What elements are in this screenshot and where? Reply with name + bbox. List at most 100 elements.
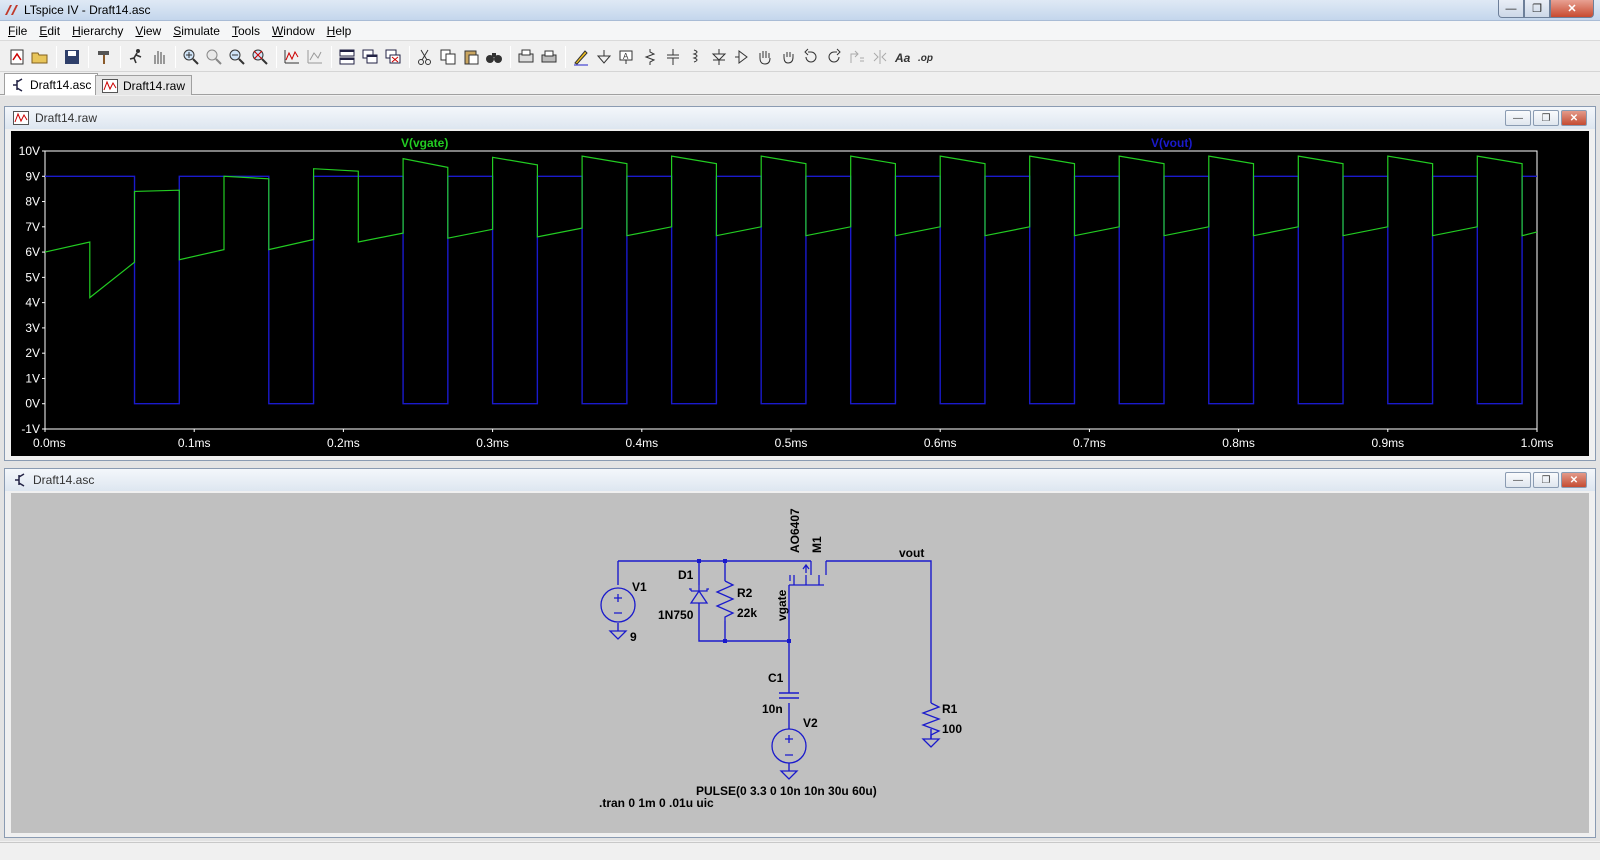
resistor-r2[interactable]: [715, 580, 735, 621]
drag-button[interactable]: [777, 46, 799, 68]
print-button[interactable]: [538, 46, 560, 68]
voltage-source-v1[interactable]: [600, 587, 636, 640]
label-c1-value[interactable]: 10n: [762, 702, 783, 716]
close-button[interactable]: ✕: [1550, 0, 1594, 18]
tab-draft14-raw[interactable]: Draft14.raw: [95, 75, 193, 95]
spice-directive-text[interactable]: .tran 0 1m 0 .01u uic: [599, 796, 714, 810]
run-button[interactable]: [125, 46, 147, 68]
capacitor-c1[interactable]: [779, 692, 799, 699]
inductor-button[interactable]: [685, 46, 707, 68]
waveform-window-title-bar[interactable]: Draft14.raw — ❐ ✕: [5, 107, 1595, 129]
control-panel-button[interactable]: [93, 46, 115, 68]
menu-window[interactable]: Window: [271, 23, 315, 38]
label-mosfet-model[interactable]: AO6407: [788, 508, 802, 553]
menu-hierarchy[interactable]: Hierarchy: [72, 23, 124, 38]
redo-button[interactable]: [823, 46, 845, 68]
wire[interactable]: [826, 560, 932, 703]
capacitor-button[interactable]: [662, 46, 684, 68]
waveform-chart[interactable]: V(vgate) V(vout) 10V9V8V7V6V5V4V3V2V1V0V…: [11, 131, 1589, 456]
label-d1-name[interactable]: D1: [678, 568, 694, 582]
new-schematic-button[interactable]: [6, 46, 28, 68]
wire[interactable]: [698, 603, 789, 642]
label-r1-value[interactable]: 100: [942, 722, 962, 736]
print-preview-button[interactable]: [515, 46, 537, 68]
menu-simulate[interactable]: Simulate: [173, 23, 220, 38]
schematic-drawing[interactable]: AO6407 M1 vout vgate V1 9 D1 1N750 R2 22…: [11, 493, 1589, 833]
label-r1-name[interactable]: R1: [942, 702, 958, 716]
cut-button[interactable]: [414, 46, 436, 68]
text-button[interactable]: Aa: [892, 46, 914, 68]
waveform-maximize-button[interactable]: ❐: [1533, 110, 1559, 126]
component-button[interactable]: [731, 46, 753, 68]
label-net-vgate[interactable]: vgate: [775, 589, 789, 621]
diode-button[interactable]: [708, 46, 730, 68]
label-d1-model[interactable]: 1N750: [658, 608, 694, 622]
save-button[interactable]: [61, 46, 83, 68]
label-mosfet-name[interactable]: M1: [810, 536, 824, 553]
tile-horizontal-button[interactable]: [336, 46, 358, 68]
waveform-minimize-button[interactable]: —: [1505, 110, 1531, 126]
rotate-button[interactable]: [846, 46, 868, 68]
label-v1-value[interactable]: 9: [630, 630, 637, 644]
paste-button[interactable]: [460, 46, 482, 68]
waveform-close-button[interactable]: ✕: [1561, 110, 1587, 126]
trace-label-vgate[interactable]: V(vgate): [401, 136, 448, 150]
move-button[interactable]: [754, 46, 776, 68]
schematic-window[interactable]: Draft14.asc — ❐ ✕: [4, 468, 1596, 838]
resistor-r1[interactable]: [921, 702, 941, 748]
ground-button[interactable]: [593, 46, 615, 68]
text-aa-icon: Aa: [894, 51, 911, 65]
label-v2-name[interactable]: V2: [803, 716, 818, 730]
tab-draft14-asc[interactable]: Draft14.asc: [4, 73, 99, 95]
label-v2-value[interactable]: PULSE(0 3.3 0 10n 10n 30u 60u): [696, 784, 877, 798]
schematic-maximize-button[interactable]: ❐: [1533, 472, 1559, 488]
label-c1-name[interactable]: C1: [768, 671, 784, 685]
mosfet-m1[interactable]: [789, 561, 827, 586]
close-windows-button[interactable]: [382, 46, 404, 68]
pan-button[interactable]: [203, 46, 225, 68]
junction-dot: [723, 639, 727, 643]
minimize-button[interactable]: —: [1498, 0, 1524, 18]
menu-help[interactable]: Help: [326, 23, 352, 38]
trace-label-vout[interactable]: V(vout): [1151, 136, 1192, 150]
schematic-minimize-button[interactable]: —: [1505, 472, 1531, 488]
resistor-button[interactable]: [639, 46, 661, 68]
zoom-out-button[interactable]: [226, 46, 248, 68]
menu-tools[interactable]: Tools: [231, 23, 260, 38]
y-tick-label: 6V: [25, 245, 40, 259]
menu-edit[interactable]: Edit: [39, 23, 61, 38]
schematic-window-title-bar[interactable]: Draft14.asc — ❐ ✕: [5, 469, 1595, 491]
schematic-canvas[interactable]: AO6407 M1 vout vgate V1 9 D1 1N750 R2 22…: [11, 493, 1589, 833]
menu-file[interactable]: File: [8, 23, 28, 38]
zener-diode-d1[interactable]: [689, 585, 709, 604]
schematic-close-button[interactable]: ✕: [1561, 472, 1587, 488]
label-net-vout[interactable]: vout: [899, 546, 924, 560]
mirror-icon: [873, 49, 887, 64]
y-tick-label: -1V: [21, 422, 40, 436]
label-net-button[interactable]: A: [616, 46, 638, 68]
zoom-in-button[interactable]: [180, 46, 202, 68]
open-button[interactable]: [29, 46, 51, 68]
label-r2-name[interactable]: R2: [737, 586, 753, 600]
mirror-button[interactable]: [869, 46, 891, 68]
label-v1-name[interactable]: V1: [632, 580, 647, 594]
halt-button[interactable]: [148, 46, 170, 68]
x-tick-label: 0.8ms: [1222, 436, 1255, 450]
undo-button[interactable]: [800, 46, 822, 68]
voltage-source-v2[interactable]: [771, 728, 807, 780]
copy-button[interactable]: [437, 46, 459, 68]
cascade-button[interactable]: [359, 46, 381, 68]
new-schematic-icon: [10, 49, 24, 64]
grid-button[interactable]: [304, 46, 326, 68]
find-button[interactable]: [483, 46, 505, 68]
spice-directive-button[interactable]: .op: [915, 46, 937, 68]
maximize-button[interactable]: ❐: [1524, 0, 1550, 18]
label-r2-value[interactable]: 22k: [737, 606, 757, 620]
autorange-button[interactable]: [281, 46, 303, 68]
zoom-fit-button[interactable]: [249, 46, 271, 68]
draw-wire-button[interactable]: [570, 46, 592, 68]
menu-view[interactable]: View: [135, 23, 162, 38]
